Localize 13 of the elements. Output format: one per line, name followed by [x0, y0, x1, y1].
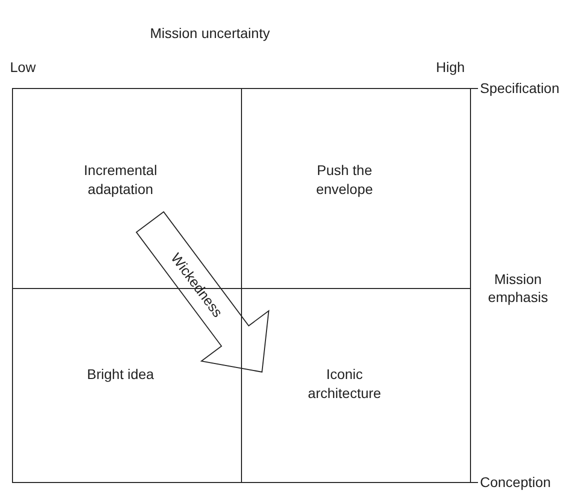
axis-end-label: Low	[10, 58, 36, 76]
quadrant-cell	[241, 288, 471, 483]
quadrant-label: Incremental adaptation	[82, 161, 158, 199]
axis-title: Mission emphasis	[487, 270, 549, 306]
row-label: Specification	[480, 79, 560, 97]
quadrant-label: Iconic architecture	[306, 365, 382, 403]
quadrant-cell	[241, 88, 471, 289]
axis-end-label: High	[436, 58, 465, 76]
axis-title: Mission uncertainty	[150, 24, 270, 42]
quadrant-label: Bright idea	[86, 365, 155, 384]
quadrant-label: Push the envelope	[315, 161, 374, 199]
row-label: Conception	[480, 473, 551, 491]
block-arrow	[136, 211, 270, 373]
